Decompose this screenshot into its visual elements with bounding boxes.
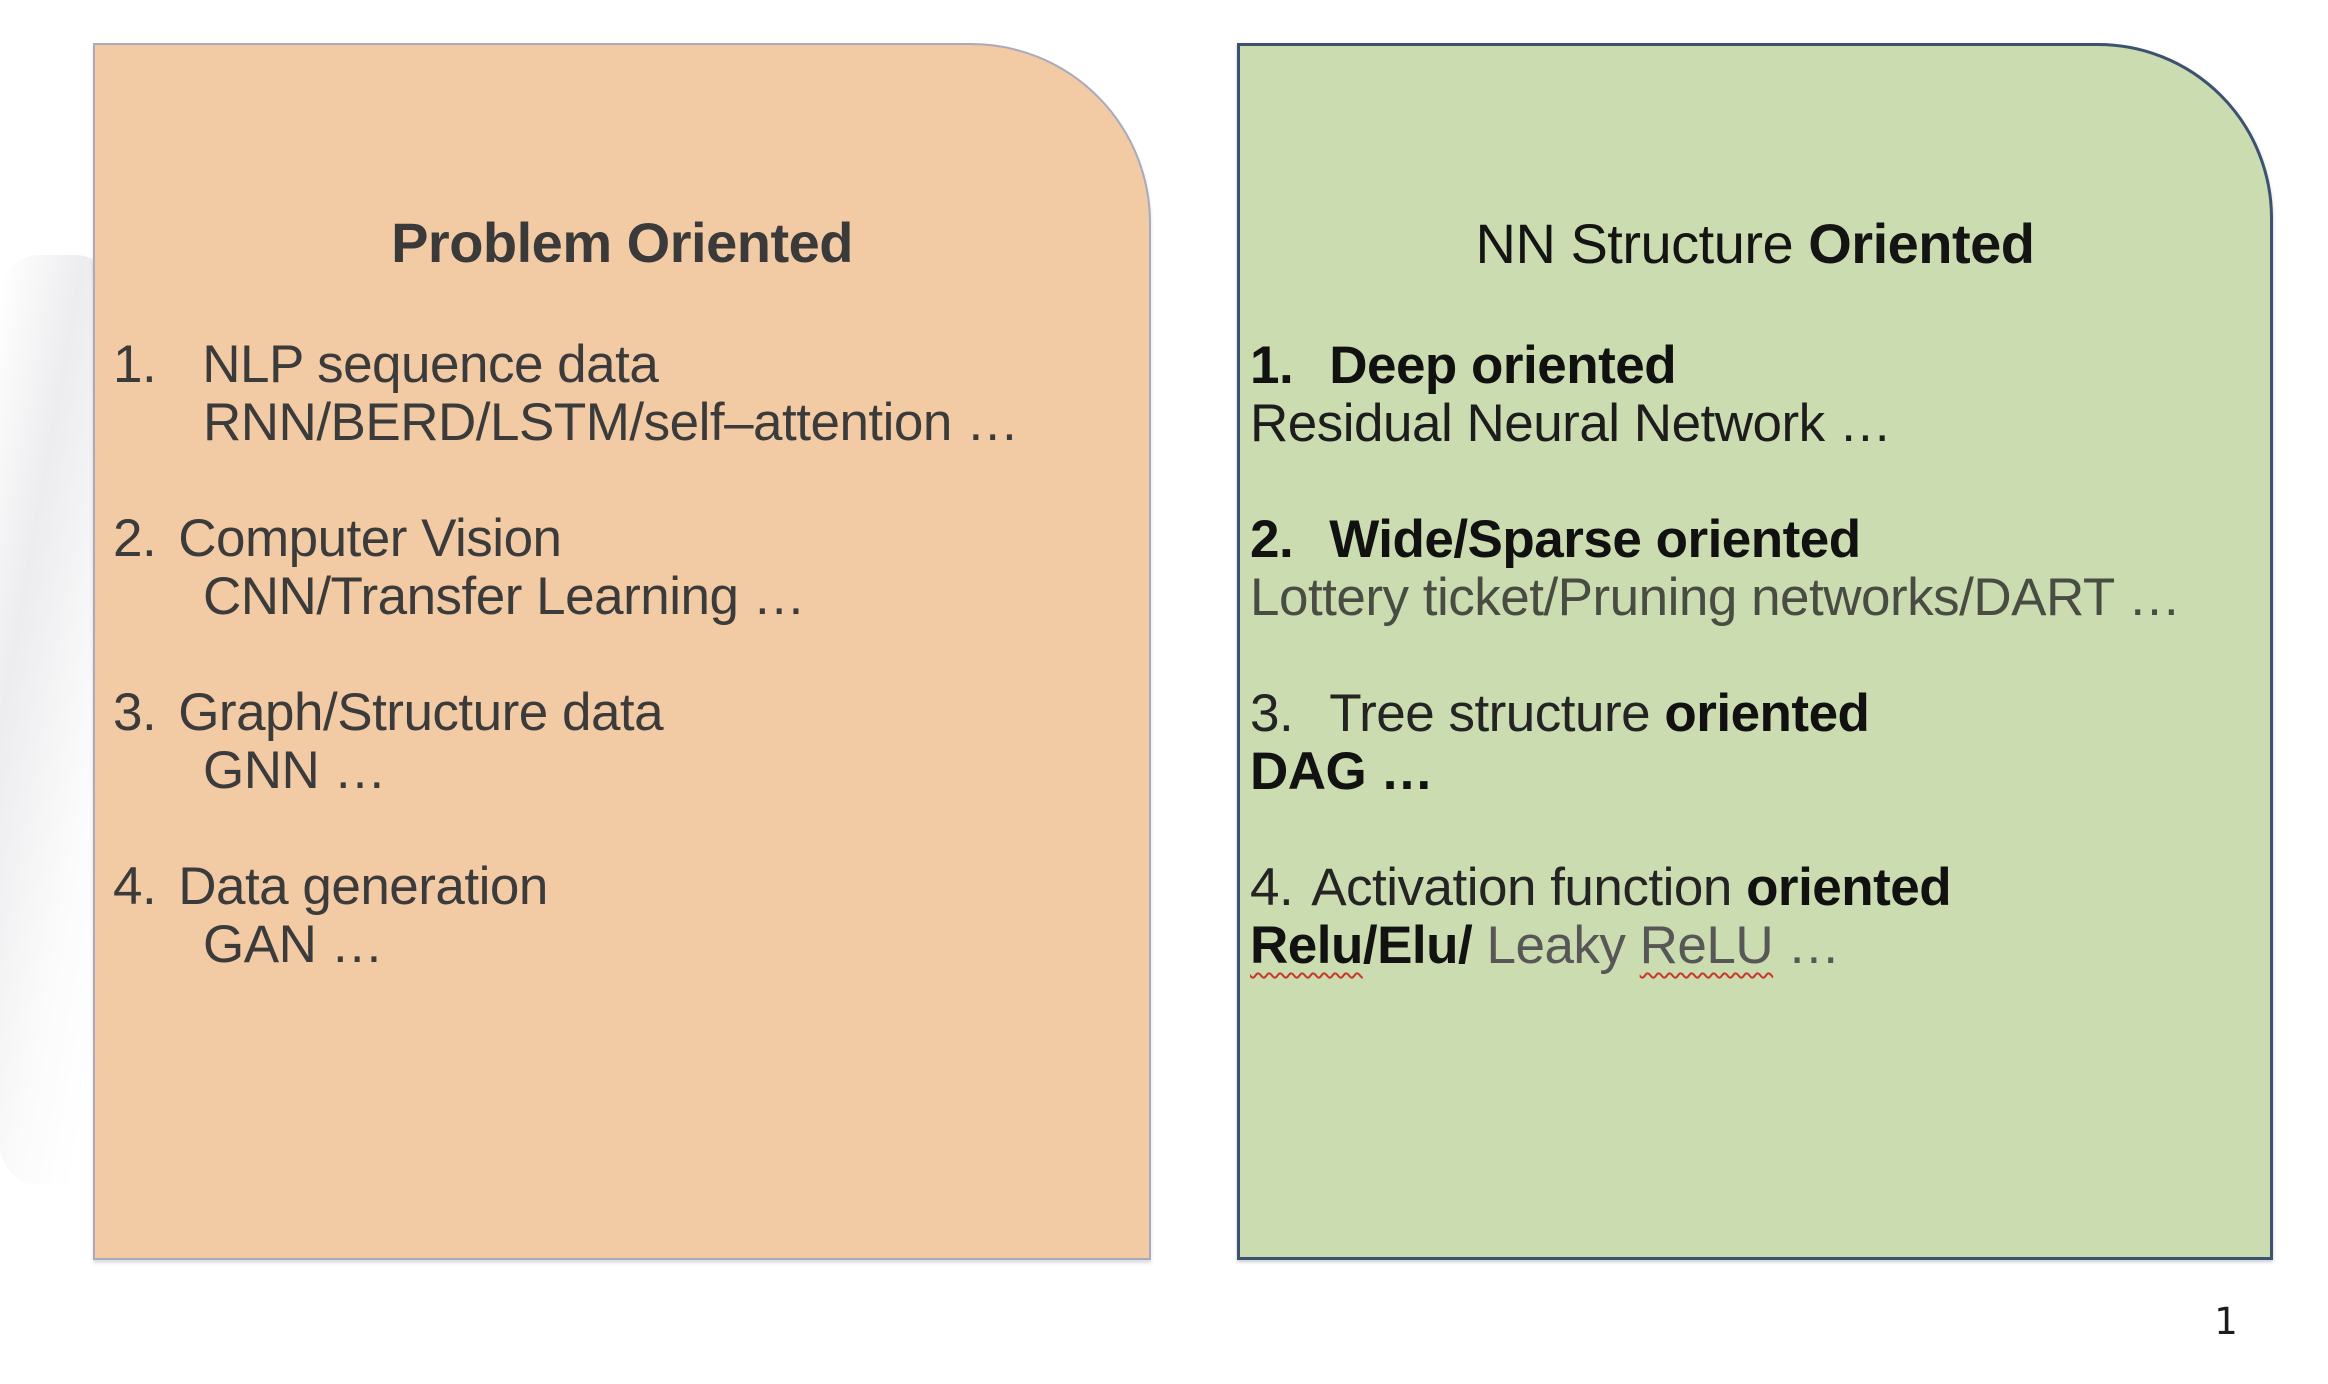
problem-item-graph: 3. Graph/Structure data GNN … [95, 684, 1149, 800]
item-number: 1. [1250, 336, 1294, 395]
subtext-segment: … [1773, 916, 1840, 975]
subtext-segment: Lottery ticket/Pruning networks/DART … [1250, 568, 2181, 627]
item-subtext: Relu/Elu/ Leaky ReLU … [1250, 917, 2270, 975]
item-heading-text: Graph/Structure data [178, 683, 664, 742]
item-heading-bold: Deep oriented [1329, 336, 1677, 395]
item-heading: 4. Data generation [113, 858, 1149, 916]
item-heading-bold: oriented [1746, 858, 1952, 917]
item-number: 4. [113, 857, 157, 916]
item-number: 3. [113, 683, 157, 742]
item-number: 1. [113, 335, 157, 394]
item-heading: 1. Deep oriented [1250, 337, 2270, 395]
item-number: 4. [1250, 858, 1294, 917]
item-heading-bold: oriented [1664, 684, 1870, 743]
nn-item-deep: 1. Deep oriented Residual Neural Network … [1240, 337, 2270, 453]
item-heading-bold: Wide/Sparse oriented [1329, 510, 1861, 569]
item-heading: 2. Wide/Sparse oriented [1250, 511, 2270, 569]
subtext-segment-leaky-relu: ReLU [1639, 916, 1774, 975]
subtext-segment: /Elu/ [1362, 916, 1487, 975]
item-heading-text: Computer Vision [178, 509, 562, 568]
page-number: 1 [2214, 1300, 2238, 1343]
item-heading: 3. Tree structure oriented [1250, 685, 2270, 743]
item-subtext: DAG … [1250, 743, 2270, 801]
item-subtext: CNN/Transfer Learning … [203, 567, 806, 626]
item-subtext: RNN/BERD/LSTM/self–attention … [203, 393, 1019, 452]
item-subtext: GAN … [203, 915, 384, 974]
item-heading-regular: Activation function [1311, 858, 1747, 917]
item-number: 3. [1250, 684, 1294, 743]
item-heading-text: Data generation [178, 857, 548, 916]
nn-structure-box-title: NN Structure Oriented [1240, 214, 2270, 274]
item-number: 2. [1250, 510, 1294, 569]
title-bold-part: Oriented [1808, 212, 2035, 275]
item-subtext: GNN … [203, 741, 387, 800]
subtext-segment: DAG … [1250, 742, 1434, 801]
nn-item-wide-sparse: 2. Wide/Sparse oriented Lottery ticket/Pr… [1240, 511, 2270, 627]
title-regular-part: NN Structure [1475, 212, 1809, 275]
problem-box: Problem Oriented 1. NLP sequence data RNN… [93, 43, 1151, 1260]
item-heading: 4. Activation function oriented [1250, 859, 2270, 917]
item-number: 2. [113, 509, 157, 568]
subtext-segment: Leaky [1486, 916, 1640, 975]
problem-box-title: Problem Oriented [391, 211, 853, 274]
nn-structure-box: NN Structure Oriented 1. Deep oriented Re… [1237, 43, 2273, 1260]
nn-item-activation: 4. Activation function oriented Relu/Elu/… [1240, 859, 2270, 975]
item-heading-regular: Tree structure [1329, 684, 1665, 743]
item-heading: 1. NLP sequence data [113, 336, 1149, 394]
item-heading: 2. Computer Vision [113, 510, 1149, 568]
subtext-segment: Residual Neural Network … [1250, 394, 1892, 453]
item-heading: 3. Graph/Structure data [113, 684, 1149, 742]
item-subtext: Lottery ticket/Pruning networks/DART … [1250, 569, 2270, 627]
item-subtext: Residual Neural Network … [1250, 395, 2270, 453]
problem-item-cv: 2. Computer Vision CNN/Transfer Learning … [95, 510, 1149, 626]
subtext-segment-relu: Relu [1250, 916, 1363, 975]
item-heading-text: NLP sequence data [202, 335, 659, 394]
problem-item-nlp: 1. NLP sequence data RNN/BERD/LSTM/self–a… [95, 336, 1149, 452]
nn-item-tree: 3. Tree structure oriented DAG … [1240, 685, 2270, 801]
problem-item-generation: 4. Data generation GAN … [95, 858, 1149, 974]
